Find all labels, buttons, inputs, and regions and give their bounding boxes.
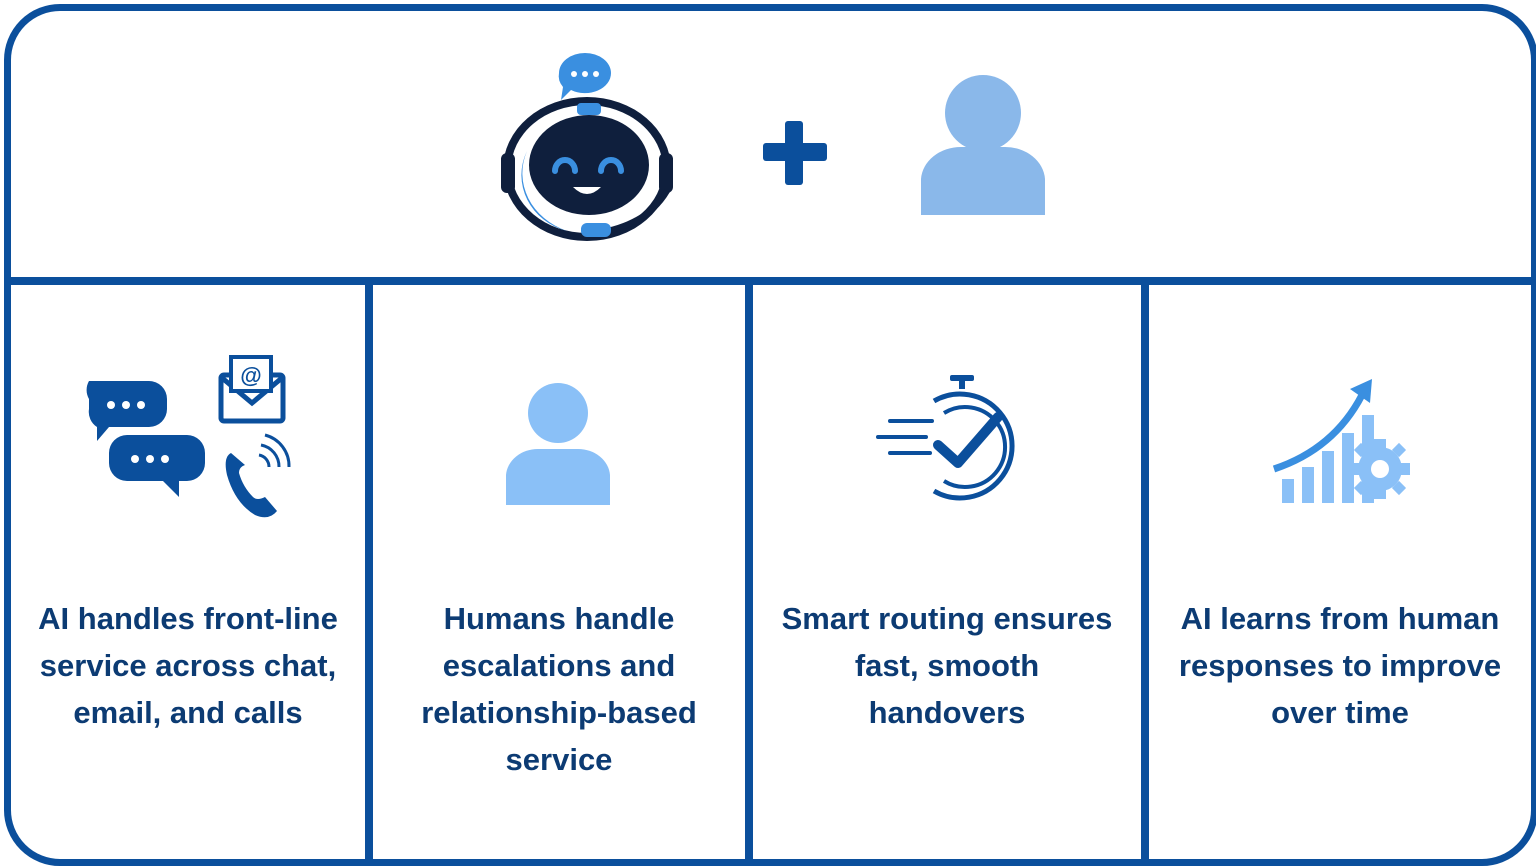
column-caption: AI handles front-line service across cha… — [38, 601, 338, 730]
column-caption: AI learns from human responses to improv… — [1178, 601, 1502, 730]
person-icon — [921, 75, 1045, 215]
stopwatch-check-icon — [876, 375, 1015, 501]
column-caption: Humans handle escalations and relationsh… — [421, 601, 697, 777]
growth-gear-icon — [1272, 379, 1410, 503]
column-divider — [365, 285, 373, 859]
top-panel — [11, 11, 1531, 277]
plus-icon — [763, 121, 827, 185]
robot-agent-icon — [501, 53, 673, 241]
svg-text:@: @ — [240, 363, 261, 388]
column-human-escalation: Humans handle escalations and relationsh… — [373, 285, 745, 859]
column-smart-routing: Smart routing ensures fast, smooth hando… — [753, 285, 1141, 859]
chat-email-phone-icon: @ — [86, 355, 291, 518]
column-ai-frontline: @ AI handles front-line service across c… — [11, 285, 365, 859]
column-ai-learning: AI learns from human responses to improv… — [1149, 285, 1531, 859]
horizontal-divider — [11, 277, 1531, 285]
diagram-frame: @ AI handles front-line service across c… — [4, 4, 1536, 866]
column-caption: Smart routing ensures fast, smooth hando… — [781, 601, 1113, 730]
person-icon — [506, 383, 610, 505]
column-divider — [745, 285, 753, 859]
column-divider — [1141, 285, 1149, 859]
